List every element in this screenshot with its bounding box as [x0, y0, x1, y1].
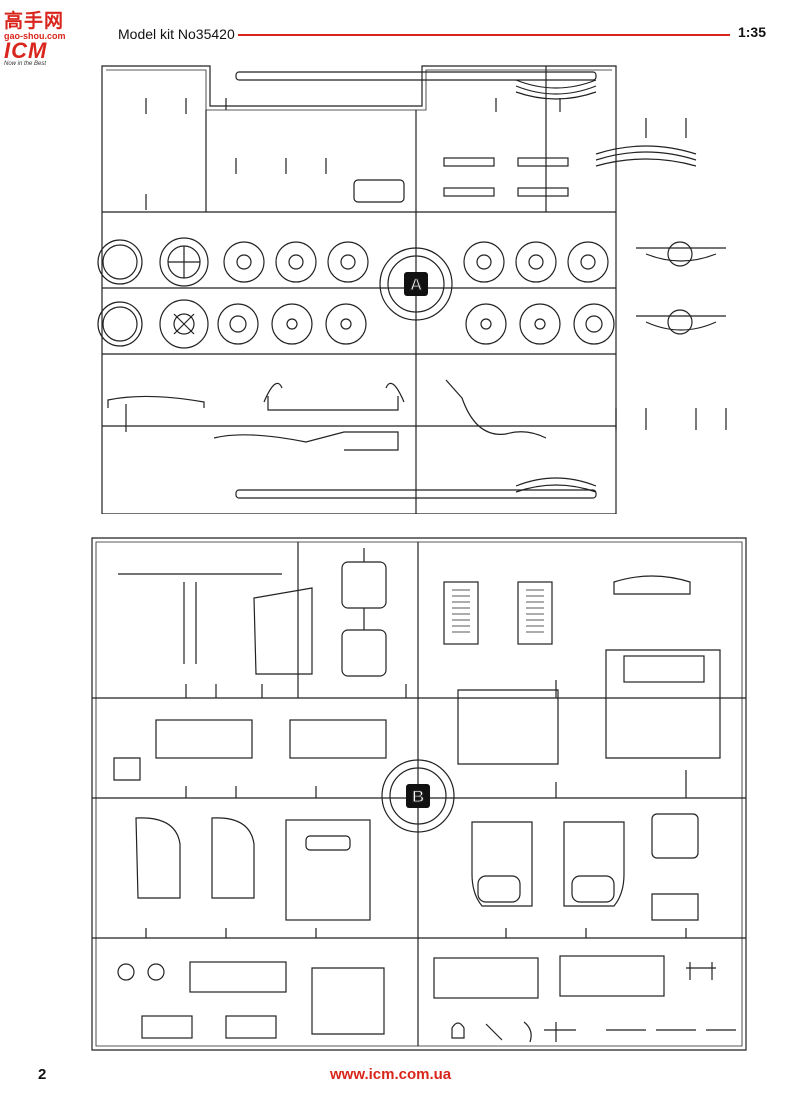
leaf-spring-part — [595, 145, 697, 167]
logo-tagline: Now in the Best — [4, 61, 47, 67]
leaf-spring-part — [515, 79, 597, 100]
wheel-part — [275, 241, 317, 283]
bracket-part — [107, 395, 205, 432]
floor-panel-part — [285, 819, 371, 921]
door-part — [135, 817, 181, 899]
wheel-part — [271, 303, 313, 345]
frame-part — [517, 157, 569, 167]
bumper-part — [263, 382, 405, 411]
engine-part — [155, 719, 253, 759]
wheel-part — [217, 303, 259, 345]
logo-brand-text: ICM — [4, 38, 48, 63]
tank-part — [113, 757, 141, 781]
sprue-a-frame — [101, 65, 617, 514]
fender-part — [311, 967, 385, 1035]
seat-back-part — [471, 821, 533, 907]
tyre-part — [97, 301, 143, 347]
wheel-part — [515, 241, 557, 283]
panel-part — [559, 955, 665, 997]
sprue-a-badge-text: A — [410, 275, 422, 294]
radiator-part — [517, 581, 553, 645]
wheel-part — [465, 303, 507, 345]
wheel-part — [573, 303, 615, 345]
radiator-part — [443, 581, 479, 645]
panel-part — [189, 961, 287, 993]
axle-part — [636, 247, 726, 262]
sprue-b-badge-text: B — [412, 787, 424, 806]
page-number: 2 — [38, 1066, 47, 1083]
wheel-hub-part — [159, 237, 209, 287]
sprue-b-frame — [91, 537, 747, 1051]
panel-part — [651, 893, 699, 921]
wheel-part — [567, 241, 609, 283]
seat-back-part — [563, 821, 625, 907]
lamp-part — [117, 963, 135, 981]
wheel-part — [223, 241, 265, 283]
window-part — [341, 561, 387, 609]
panel-part — [141, 1015, 193, 1039]
lamp-part — [147, 963, 165, 981]
kit-title: Model kit No35420 — [118, 26, 235, 42]
logo-site-text: gao-shou.com — [4, 31, 66, 41]
panel-part — [253, 587, 313, 675]
windscreen-frame-part — [118, 573, 282, 664]
bracket-part — [615, 408, 727, 430]
axle-part — [636, 315, 726, 331]
window-part — [341, 629, 387, 677]
leaf-spring-part — [515, 477, 597, 493]
firewall-part — [457, 689, 559, 765]
sprue-b-diagram: B — [86, 534, 752, 1054]
bracket-part — [686, 962, 716, 980]
engine-part — [289, 719, 387, 759]
frame-part — [443, 187, 495, 197]
steering-link-part — [445, 379, 547, 439]
wheel-hub-part — [159, 299, 209, 349]
panel-part — [225, 1015, 277, 1039]
tyre-part — [97, 239, 143, 285]
wheel-part — [325, 303, 367, 345]
exhaust-part — [213, 431, 399, 451]
logo-watermark-text: 高手网 — [4, 10, 65, 32]
sprue-b-badge — [406, 784, 430, 808]
wheel-part — [327, 241, 369, 283]
website-link[interactable]: www.icm.com.ua — [330, 1066, 452, 1083]
icm-logo: 高手网 gao-shou.com ICM Now in the Best — [4, 6, 100, 68]
cab-front-part — [605, 649, 721, 759]
panel-part — [433, 957, 539, 999]
instrument-part — [651, 813, 699, 859]
wheel-part — [463, 241, 505, 283]
scale-label: 1:35 — [737, 24, 766, 40]
wheel-part — [519, 303, 561, 345]
small-part — [451, 1022, 465, 1039]
frame-part — [443, 157, 495, 167]
header-rule — [238, 34, 730, 36]
sprue-a-diagram: A — [86, 58, 752, 514]
small-part — [485, 1021, 576, 1043]
dashboard-part — [613, 575, 691, 595]
seat-part — [353, 179, 405, 203]
door-part — [211, 817, 255, 899]
frame-part — [517, 187, 569, 197]
sprue-a-badge — [404, 272, 428, 296]
